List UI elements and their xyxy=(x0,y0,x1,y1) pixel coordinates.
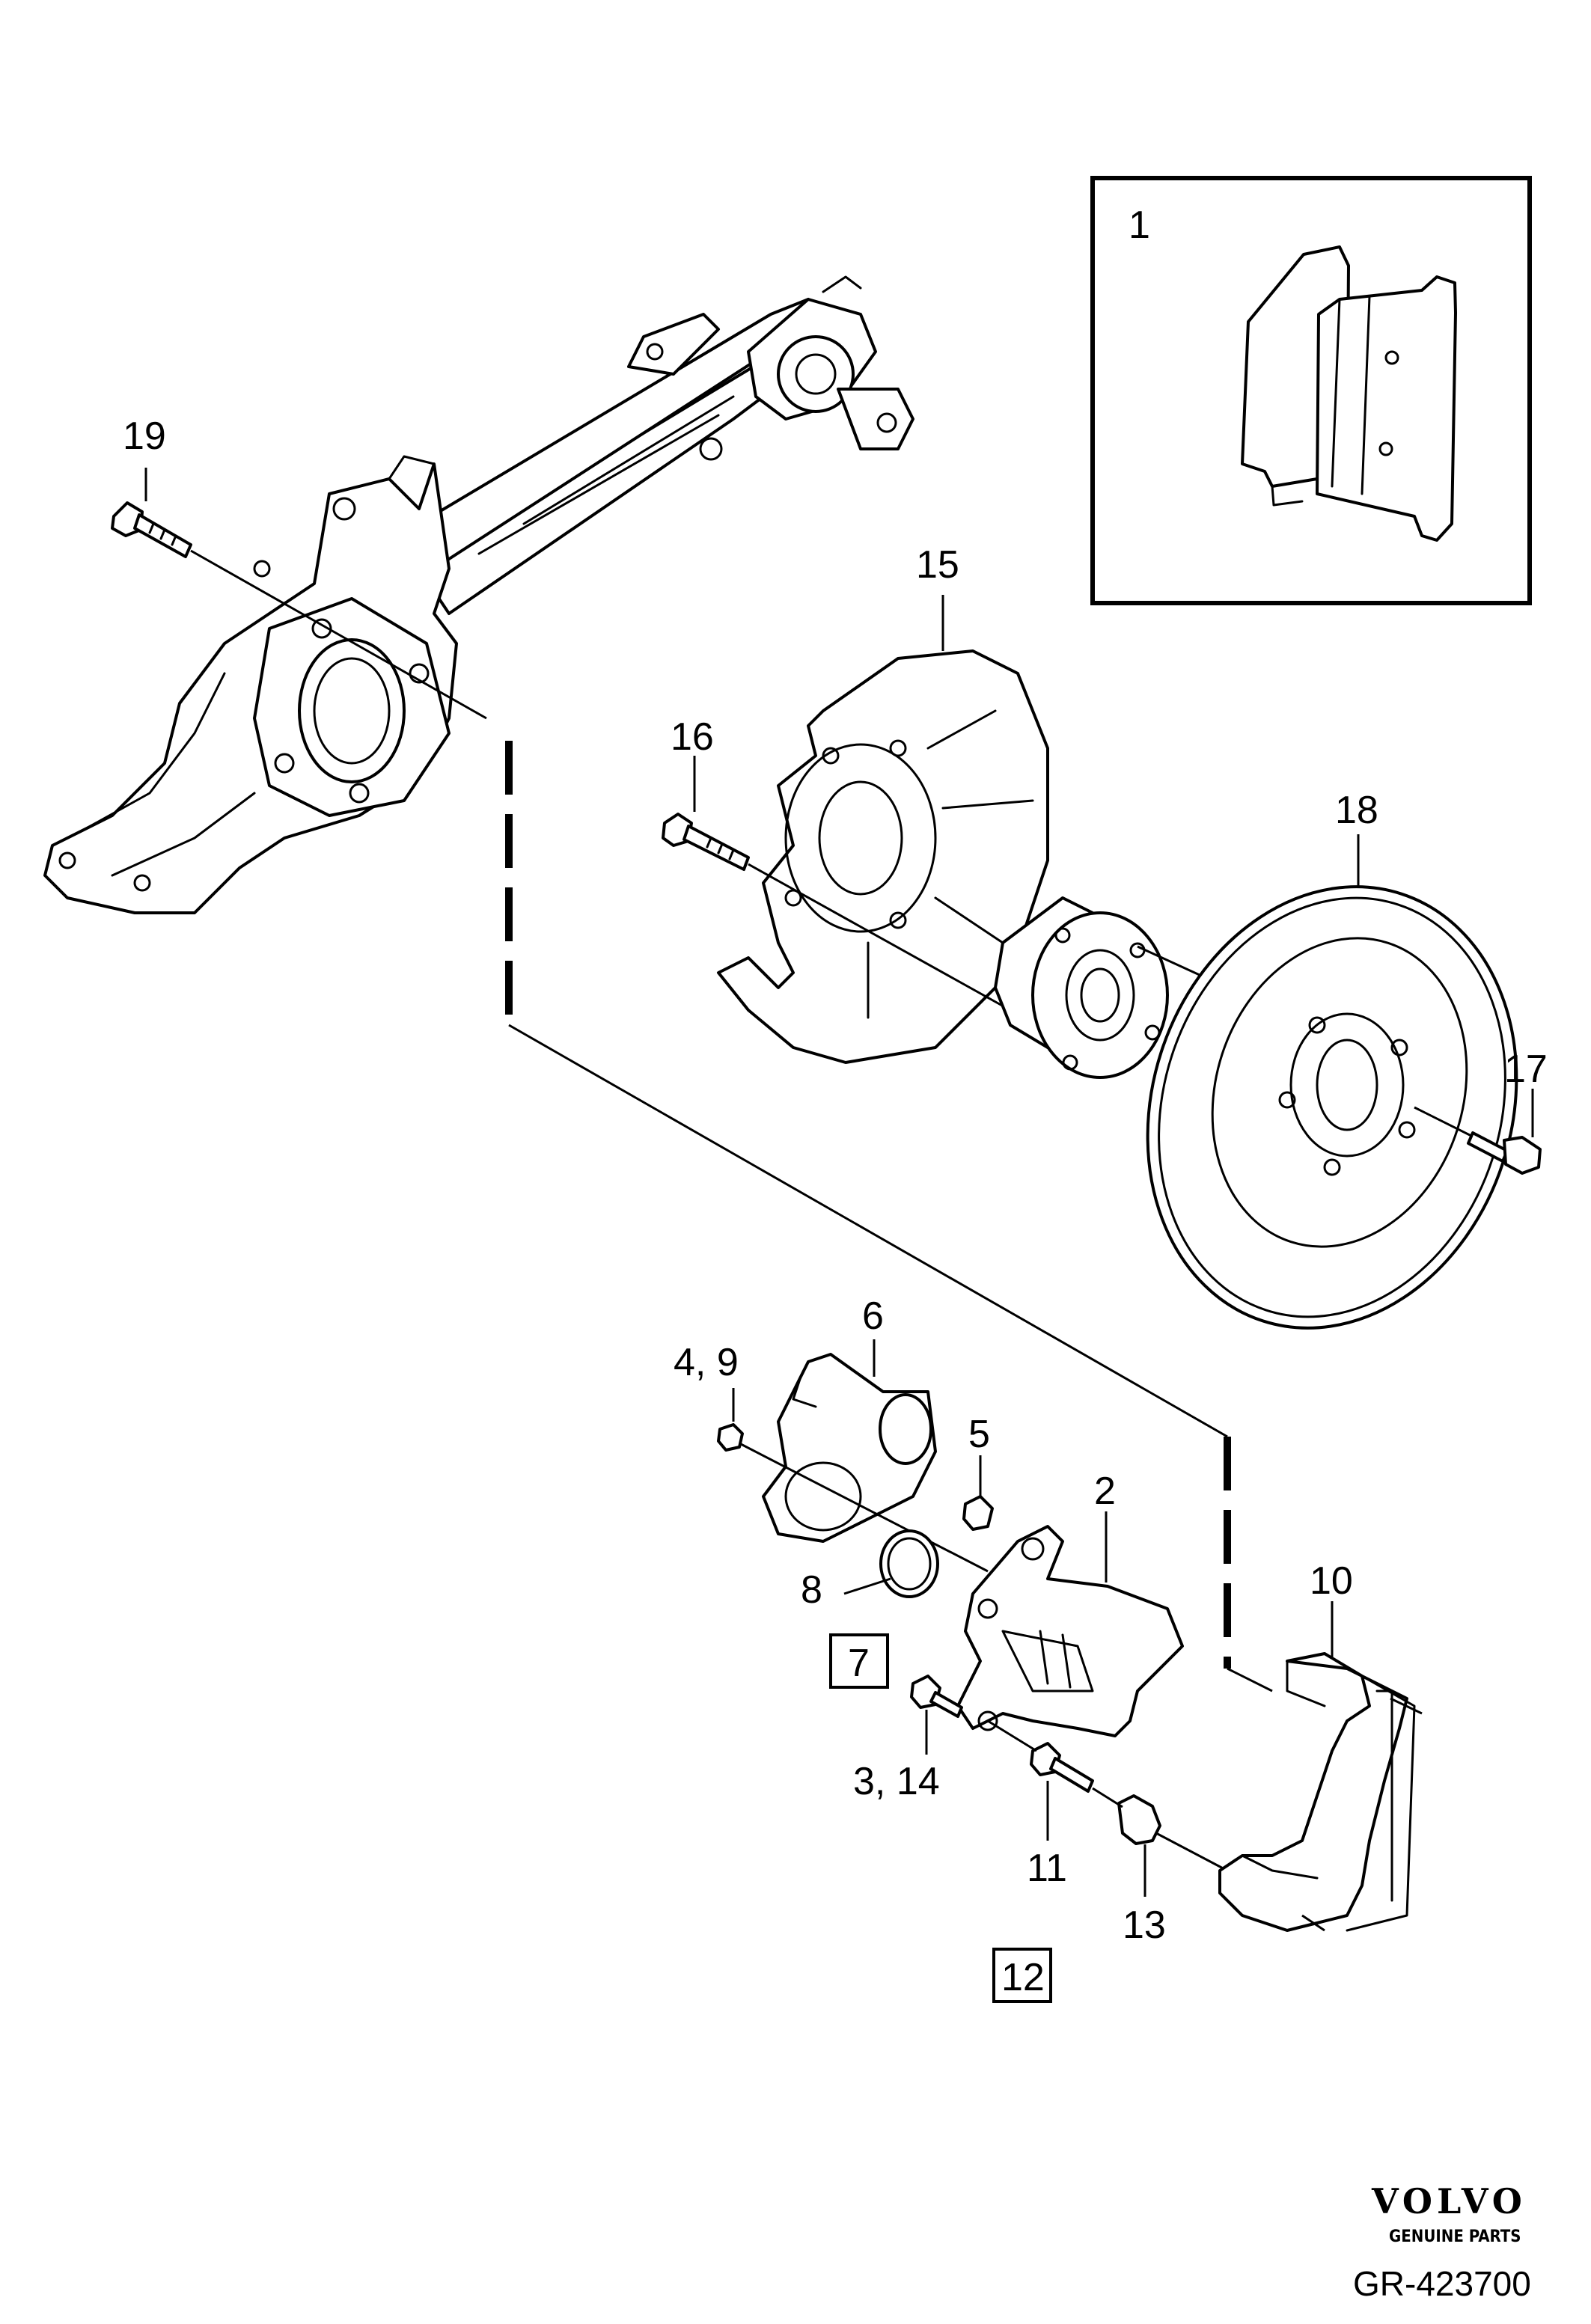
callout-3-14: 3, 14 xyxy=(853,1760,940,1803)
callout-8: 8 xyxy=(801,1568,822,1612)
reference-number: GR-423700 xyxy=(1353,2264,1531,2303)
bleed-nipple-5 xyxy=(962,1455,994,1531)
brake-disc-18 xyxy=(1146,834,1518,1330)
brake-pad-drawing xyxy=(1241,245,1457,542)
callout-18: 18 xyxy=(1335,789,1378,832)
callout-6: 6 xyxy=(862,1294,884,1338)
alignment-guide xyxy=(505,741,1273,1692)
callout-1: 1 xyxy=(1129,204,1150,247)
o-ring-8 xyxy=(843,1529,939,1598)
callout-11: 11 xyxy=(1027,1847,1067,1890)
bolt-19 xyxy=(111,468,487,720)
volvo-branding: VOLVO GENUINE PARTS GR-423700 xyxy=(1353,2181,1531,2303)
caliper-2 xyxy=(956,1511,1184,1737)
callout-10: 10 xyxy=(1310,1559,1353,1603)
bolt-3-14 xyxy=(910,1675,963,1755)
screw-4-9 xyxy=(717,1388,989,1573)
bolt-17 xyxy=(1414,1089,1542,1175)
brand-tagline: GENUINE PARTS xyxy=(1389,2227,1521,2246)
guide-pin-11 xyxy=(987,1719,1094,1841)
callout-5: 5 xyxy=(968,1413,990,1456)
boxed-ref-7-frame xyxy=(829,1633,889,1689)
brake-pad-inset xyxy=(1090,176,1532,605)
knuckle-and-trailing-arm xyxy=(43,275,914,914)
caliper-carrier-10 xyxy=(1218,1601,1423,1932)
brand-logo: VOLVO xyxy=(1371,2181,1527,2221)
callout-17: 17 xyxy=(1504,1048,1548,1091)
bolt-16 xyxy=(662,756,1011,1012)
guide-sleeve-13 xyxy=(1092,1787,1228,1897)
boxed-ref-12-frame xyxy=(992,1948,1052,2003)
hub-bearing xyxy=(994,896,1228,1079)
splash-shield-15 xyxy=(717,595,1049,1064)
parking-brake-motor-6 xyxy=(762,1339,937,1543)
callout-13: 13 xyxy=(1123,1903,1166,1947)
callout-4-9: 4, 9 xyxy=(674,1341,739,1384)
callout-19: 19 xyxy=(123,415,166,458)
callout-16: 16 xyxy=(671,715,714,759)
callout-15: 15 xyxy=(916,543,959,587)
callout-7: 7 xyxy=(848,1642,870,1685)
callout-12: 12 xyxy=(1001,1956,1045,1999)
callout-2: 2 xyxy=(1094,1470,1116,1513)
